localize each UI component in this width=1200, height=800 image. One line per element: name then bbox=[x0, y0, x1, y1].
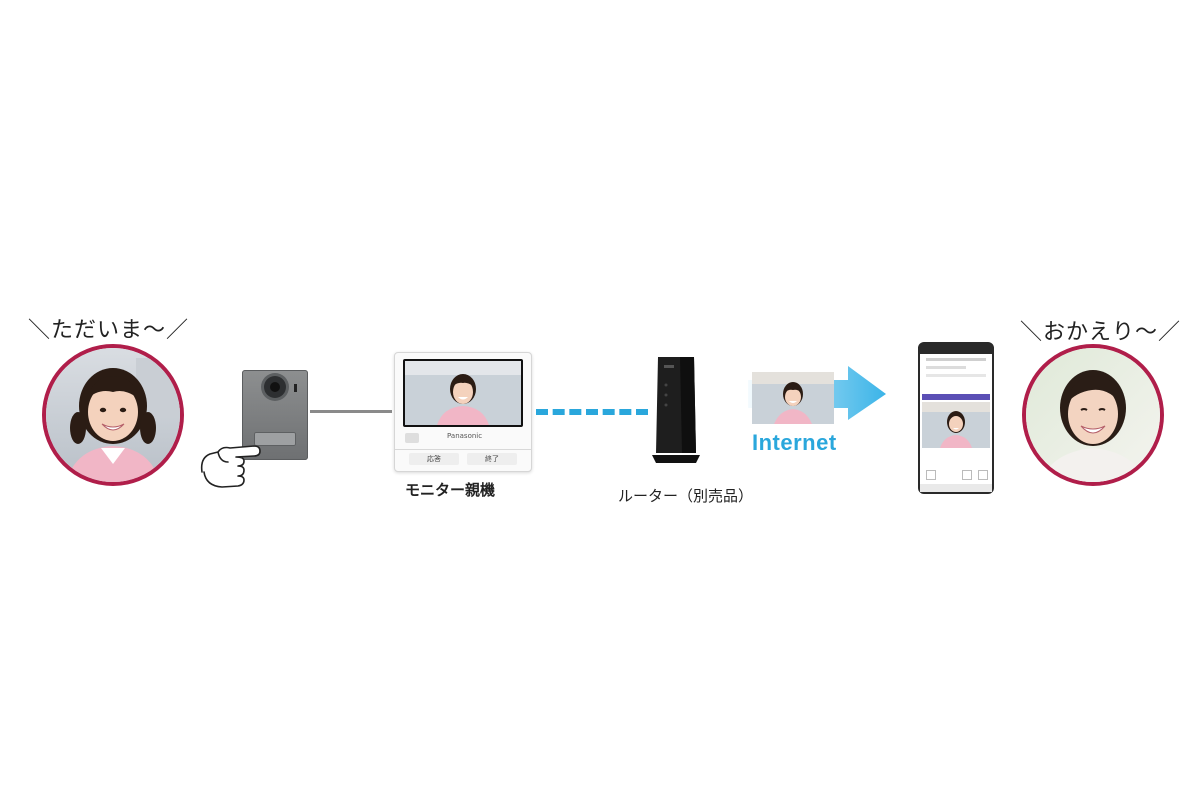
monitor-brand: Panasonic bbox=[447, 432, 483, 440]
monitor-label: モニター親機 bbox=[405, 481, 496, 499]
doorbell-camera bbox=[242, 370, 308, 460]
wired-connection bbox=[310, 410, 392, 413]
monitor-screen bbox=[403, 359, 523, 427]
girl-portrait bbox=[42, 344, 184, 486]
app-toolbar bbox=[922, 394, 990, 400]
call-button[interactable] bbox=[254, 432, 296, 446]
monitor-end-button[interactable]: 終了 bbox=[467, 453, 517, 465]
woman-photo bbox=[1026, 348, 1160, 482]
router-device bbox=[650, 355, 702, 463]
phone-action-button[interactable] bbox=[926, 470, 936, 480]
girl-photo bbox=[46, 348, 180, 482]
hand-pointer-icon bbox=[200, 445, 261, 488]
internet-video-thumbnail bbox=[752, 372, 834, 424]
wireless-link bbox=[536, 409, 648, 415]
router-label: ルーター（別売品） bbox=[618, 487, 754, 505]
monitor-answer-button[interactable]: 応答 bbox=[409, 453, 459, 465]
speech-left: ＼ただいま～／ bbox=[28, 318, 190, 343]
phone-video-feed bbox=[922, 402, 990, 448]
monitor-unit: Panasonic 応答 終了 bbox=[394, 352, 532, 472]
woman-portrait bbox=[1022, 344, 1164, 486]
phone-action-button[interactable] bbox=[962, 470, 972, 480]
monitor-video-feed bbox=[405, 361, 521, 425]
internet-label: Internet bbox=[752, 430, 837, 455]
camera-lens-icon bbox=[264, 376, 286, 398]
smartphone bbox=[918, 342, 994, 494]
speech-right: ＼おかえり～／ bbox=[1020, 320, 1182, 345]
phone-action-button[interactable] bbox=[978, 470, 988, 480]
